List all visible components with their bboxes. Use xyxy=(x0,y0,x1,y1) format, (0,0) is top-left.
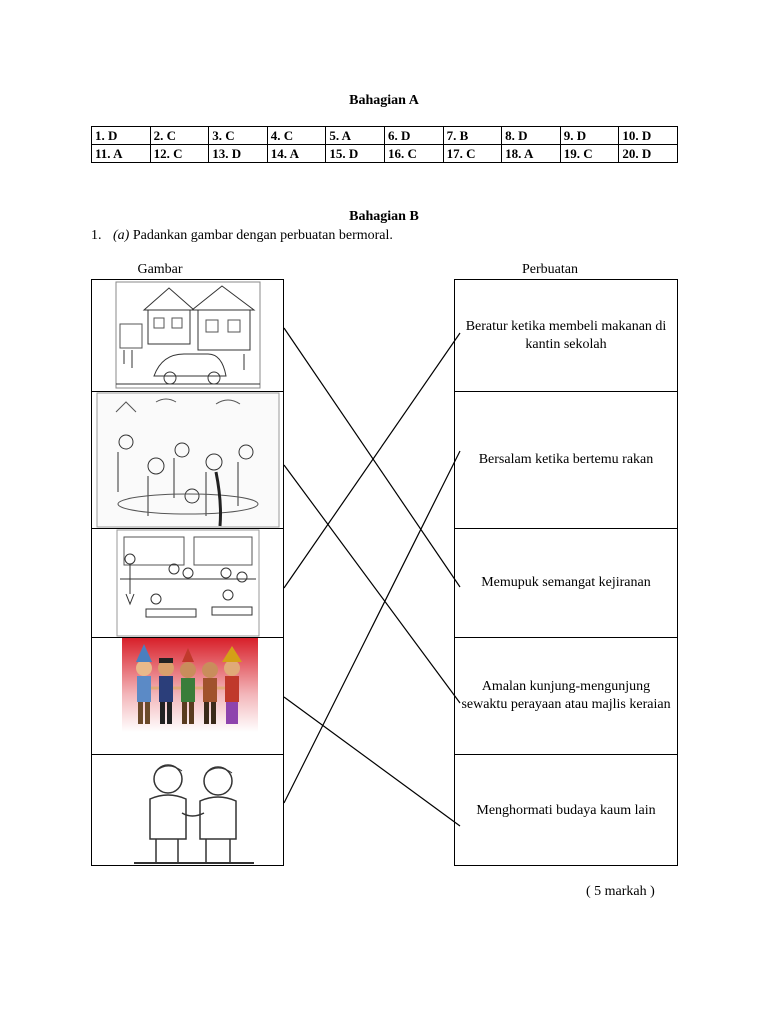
action-cell: Menghormati budaya kaum lain xyxy=(455,754,677,867)
answer-cell: 14. A xyxy=(266,144,327,163)
table-row: 11. A 12. C 13. D 14. A 15. D 16. C 17. … xyxy=(91,144,678,163)
marks-label: ( 5 markah ) xyxy=(586,884,655,899)
answer-cell: 15. D xyxy=(325,144,385,163)
column-header-perbuatan: Perbuatan xyxy=(522,262,578,277)
multiethnic-children-picture-icon xyxy=(122,638,258,732)
section-b-title: Bahagian B xyxy=(349,209,419,224)
answer-cell: 19. C xyxy=(559,144,620,163)
action-text: Amalan kunjung-mengunjung sewaktu peraya… xyxy=(461,679,671,712)
answer-cell: 11. A xyxy=(91,144,151,163)
answer-cell: 16. C xyxy=(383,144,444,163)
action-text: Menghormati budaya kaum lain xyxy=(476,803,656,818)
picture-cell xyxy=(92,528,283,637)
answer-cell: 6. D xyxy=(383,126,444,145)
answer-cell: 8. D xyxy=(501,126,561,145)
picture-cell xyxy=(92,391,283,528)
action-text: Bersalam ketika bertemu rakan xyxy=(478,452,654,467)
answer-cell: 9. D xyxy=(559,126,620,145)
question-sub-label: (a) xyxy=(113,228,130,243)
action-cell: Memupuk semangat kejiranan xyxy=(455,528,677,637)
action-text: Memupuk semangat kejiranan xyxy=(481,575,651,590)
picture-cell xyxy=(92,754,283,867)
question-number: 1. xyxy=(91,228,102,243)
action-cell: Amalan kunjung-mengunjung sewaktu peraya… xyxy=(455,637,677,754)
match-line xyxy=(283,332,461,589)
picture-cell xyxy=(92,280,283,391)
school-canteen-queue-picture-icon xyxy=(116,529,260,637)
neighbourhood-houses-picture-icon xyxy=(115,281,261,389)
table-row: 1. D 2. C 3. C 4. C 5. A 6. D 7. B 8. D … xyxy=(91,126,678,145)
picture-cell xyxy=(92,637,283,754)
action-text: Beratur ketika membeli makanan di kantin… xyxy=(465,318,667,352)
answer-cell: 10. D xyxy=(618,126,678,145)
answer-table: 1. D 2. C 3. C 4. C 5. A 6. D 7. B 8. D … xyxy=(91,126,678,163)
match-line xyxy=(283,450,461,804)
column-header-gambar: Gambar xyxy=(137,262,183,277)
answer-cell: 12. C xyxy=(149,144,210,163)
action-cell: Beratur ketika membeli makanan di kantin… xyxy=(455,280,677,391)
match-line xyxy=(283,327,461,588)
section-a-title: Bahagian A xyxy=(349,93,419,108)
match-line xyxy=(283,464,461,704)
picture-column xyxy=(91,279,284,866)
boys-shaking-hands-picture-icon xyxy=(134,764,254,864)
answer-cell: 13. D xyxy=(208,144,268,163)
answer-cell: 2. C xyxy=(149,126,210,145)
question-text: 1. (a) Padankan gambar dengan perbuatan b… xyxy=(91,228,393,244)
action-cell: Bersalam ketika bertemu rakan xyxy=(455,391,677,528)
action-column: Beratur ketika membeli makanan di kantin… xyxy=(454,279,678,866)
question-instruction: Padankan gambar dengan perbuatan bermora… xyxy=(129,228,393,243)
answer-cell: 20. D xyxy=(618,144,678,163)
answer-cell: 18. A xyxy=(501,144,561,163)
match-line xyxy=(283,696,461,827)
festival-gathering-picture-icon xyxy=(96,392,280,528)
